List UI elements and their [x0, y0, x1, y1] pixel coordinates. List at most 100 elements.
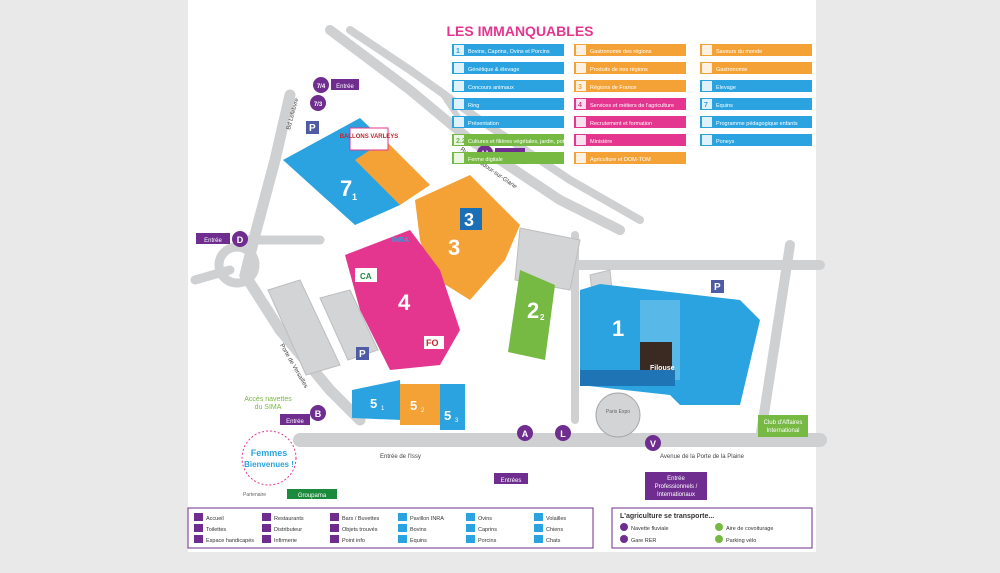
- legend-swatch: [452, 98, 564, 110]
- hall-2-sub: 2: [540, 313, 545, 322]
- legend-item: Concours animaux: [452, 80, 564, 92]
- hall-2-number: 2: [527, 298, 539, 323]
- legend-text: Concours animaux: [468, 85, 514, 91]
- bottom-legend-icon: [194, 535, 203, 543]
- legend-item: Gastronomie: [700, 62, 812, 74]
- hall-3[interactable]: 3 3: [415, 175, 520, 300]
- transport-text: Parking vélo: [726, 538, 756, 544]
- entrance-7-label: Entrée: [336, 84, 354, 90]
- legend-item: Programme pédagogique enfants: [700, 116, 812, 128]
- hall-5a-sub: 1: [381, 406, 385, 412]
- fo-logo: FO: [426, 338, 439, 348]
- bottom-legend-box: [187, 507, 594, 549]
- bottom-legend-text: Accueil: [206, 516, 224, 522]
- hall-5[interactable]: 5 1 5 2 5 3: [352, 380, 465, 430]
- legend-item: Ferme digitale: [452, 152, 564, 164]
- legend-text: Régions de France: [590, 85, 636, 91]
- legend-icon: [702, 63, 712, 73]
- entrance-a: A: [522, 429, 529, 439]
- transport-icon: [620, 535, 628, 543]
- hall-7[interactable]: BALLONS VARLEYS 7 1: [283, 118, 430, 225]
- bottom-legend-icon: [262, 513, 271, 521]
- legend-text: Services et métiers de l'agriculture: [590, 103, 674, 109]
- legend-swatch: [574, 44, 686, 56]
- transport-text: Gare RER: [631, 538, 656, 544]
- legend-swatch: [700, 134, 812, 146]
- legend-item: Présentation: [452, 116, 564, 128]
- hall-1-number: 1: [612, 316, 624, 341]
- transport-icon: [715, 523, 723, 531]
- grey-buildings: [267, 227, 613, 376]
- bottom-legend-icon: [330, 524, 339, 532]
- filouse-label: Filouse: [650, 365, 675, 372]
- transport-box: [611, 507, 813, 549]
- legend-icon: [454, 45, 464, 55]
- transport-title: L'agriculture se transporte...: [620, 513, 714, 520]
- acces-line2: du SIMA: [255, 404, 282, 411]
- bottom-legend-text: Equins: [410, 538, 427, 544]
- legend-swatch: [574, 152, 686, 164]
- legend-swatch: [452, 62, 564, 74]
- hall-1[interactable]: Filouse 1: [580, 284, 760, 405]
- legend-text: Programme pédagogique enfants: [716, 121, 798, 127]
- legend-icon: [576, 81, 586, 91]
- bottom-legend-icon: [466, 513, 475, 521]
- entrance-pro-line1: Entrée: [667, 476, 685, 482]
- transport-icon: [620, 523, 628, 531]
- legend-text: Elevage: [716, 85, 736, 91]
- entrance-pro-line3: Internationaux: [657, 492, 695, 498]
- femmes-line1: Femmes: [251, 448, 288, 458]
- entrance-d-label: Entrée: [204, 238, 222, 244]
- bottom-legend-text: Espace handicapés: [206, 538, 254, 544]
- legend-swatch: [574, 98, 686, 110]
- ballons-label: BALLONS VARLEYS: [340, 134, 399, 140]
- hall-3-number-b: 3: [448, 235, 460, 260]
- bottom-legend-text: Chiens: [546, 527, 563, 533]
- legend-swatch: [700, 98, 812, 110]
- legend-swatch: [452, 134, 564, 146]
- legend-icon: [576, 99, 586, 109]
- road-label-5: Avenue de la Porte de la Plaine: [660, 454, 745, 460]
- hall-7-number: 7: [340, 176, 352, 201]
- bottom-legend-icon: [398, 535, 407, 543]
- femmes-line2: Bienvenues !: [244, 460, 294, 469]
- hall-2[interactable]: 2 2: [508, 270, 555, 360]
- bottom-legend-text: Caprins: [478, 527, 497, 533]
- legend-swatch: [452, 80, 564, 92]
- hall-4-number: 4: [398, 290, 411, 315]
- legend-icon: [576, 153, 586, 163]
- parking-markers[interactable]: P P P: [306, 121, 724, 360]
- bottom-legend-text: Restaurants: [274, 516, 304, 522]
- legend-swatch: [452, 116, 564, 128]
- bottom-legend-icon: [466, 524, 475, 532]
- legend-icon: [702, 117, 712, 127]
- road-label-4: Entrée de l'Issy: [380, 454, 421, 460]
- legend-number: 2.2: [456, 138, 466, 145]
- entrance-pro-line2: Professionnels /: [655, 484, 698, 490]
- legend-text: Ministère: [590, 139, 612, 145]
- legend-swatch: [700, 44, 812, 56]
- bottom-legend-icon: [262, 524, 271, 532]
- legend-text: Equins: [716, 103, 733, 109]
- acces-line1: Accès navettes: [244, 396, 292, 403]
- legend-item: Recrutement et formation: [574, 116, 686, 128]
- legend-text: Bovins, Caprins, Ovins et Porcins: [468, 49, 550, 55]
- legend-icon: [454, 81, 464, 91]
- legend-swatch: [700, 62, 812, 74]
- bottom-legend-text: Bovins: [410, 527, 427, 533]
- hall-4[interactable]: INRA CA 4 FO: [345, 230, 460, 370]
- legend-swatch: [452, 44, 564, 56]
- bottom-legend-icon: [466, 535, 475, 543]
- legend-icon: [702, 99, 712, 109]
- bottom-legend-text: Distributeur: [274, 527, 302, 533]
- legend-swatch: [574, 62, 686, 74]
- legend-swatch: [452, 152, 564, 164]
- legend-item: Poneys: [700, 134, 812, 146]
- club-line2: International: [766, 428, 799, 434]
- legend-swatch: [574, 80, 686, 92]
- bottom-legend-text: Point info: [342, 538, 365, 544]
